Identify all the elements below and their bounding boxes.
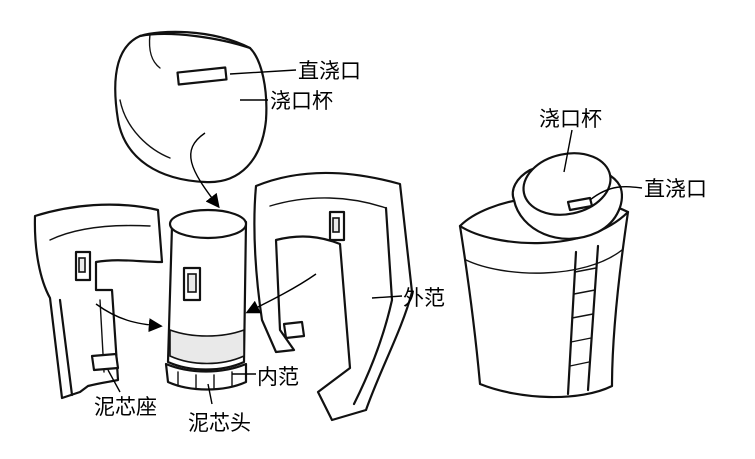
leader-core-seat <box>107 369 121 393</box>
leader-cup-right <box>563 129 573 173</box>
label-inner-mold: 内范 <box>257 365 299 389</box>
label-core-seat: 泥芯座 <box>94 395 157 419</box>
right-outer-mold-drawing <box>253 171 414 422</box>
label-core-head: 泥芯头 <box>188 411 251 435</box>
label-cup-right: 浇口杯 <box>539 107 602 131</box>
assembly-arrow-right <box>245 273 317 314</box>
pouring-cup-drawing <box>114 30 268 184</box>
left-outer-mold-drawing <box>33 203 164 400</box>
inner-mold-drawing <box>164 208 248 391</box>
leader-sprue-top <box>229 69 297 75</box>
leader-sprue-right <box>589 185 643 201</box>
assembly-arrow-left <box>95 303 163 333</box>
label-outer-mold: 外范 <box>403 286 445 310</box>
label-cup-top: 浇口杯 <box>270 89 333 113</box>
leader-core-head <box>207 383 213 405</box>
leader-outer-mold <box>371 295 403 299</box>
assembly-arrow-cup <box>190 132 220 209</box>
assembled-mold-drawing <box>458 152 630 399</box>
label-sprue-top: 直浇口 <box>298 59 361 83</box>
label-sprue-right: 直浇口 <box>644 177 707 201</box>
